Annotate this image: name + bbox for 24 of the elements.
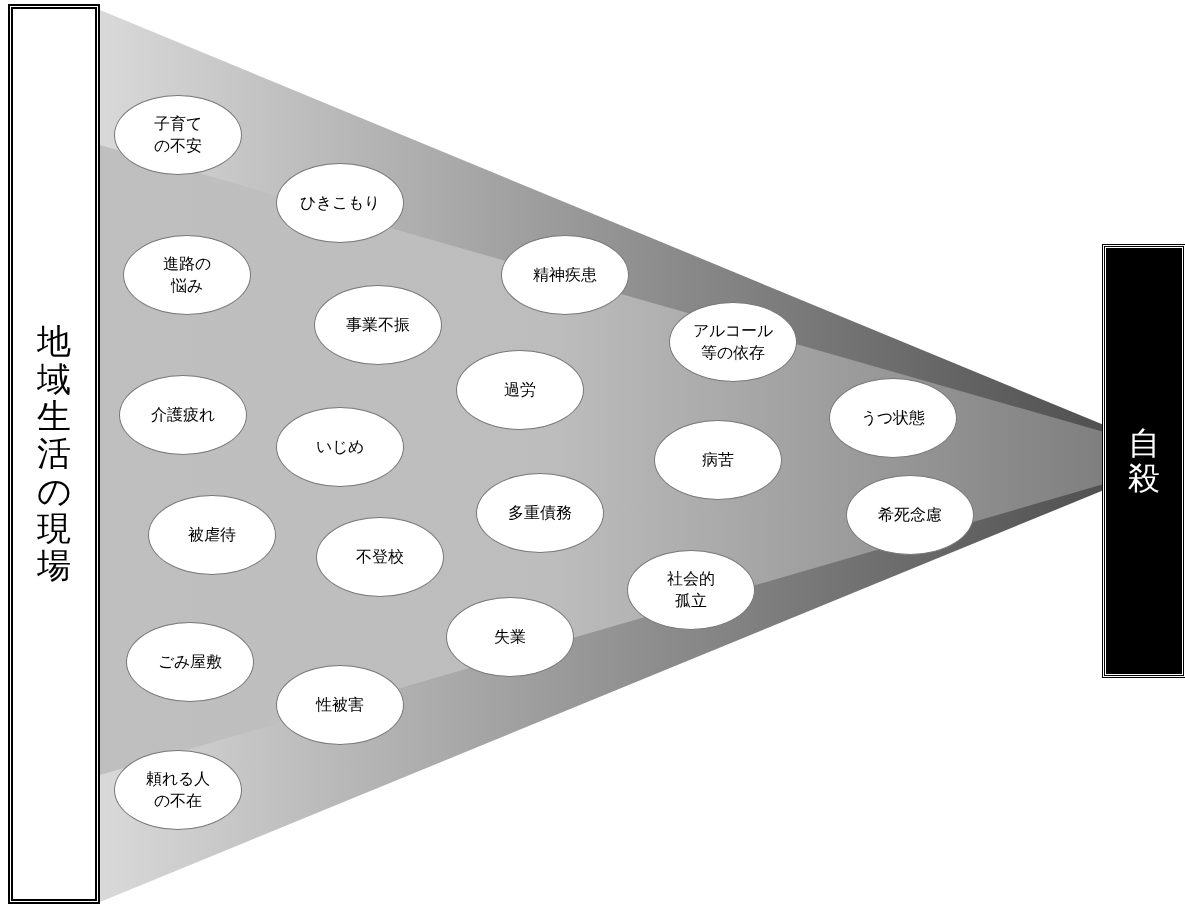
node-label: 介護疲れ — [151, 405, 215, 426]
node-label: いじめ — [316, 437, 364, 458]
node-label: 子育ての不安 — [153, 114, 203, 156]
node-label: 性被害 — [316, 695, 364, 716]
node-label: うつ状態 — [861, 408, 925, 429]
node-label: 精神疾患 — [533, 265, 597, 286]
node-label: アルコール等の依存 — [692, 321, 774, 363]
node-label: ひきこもり — [300, 193, 380, 214]
node-label: 多重債務 — [508, 503, 572, 524]
node-label: 不登校 — [356, 547, 404, 568]
node-label: 失業 — [494, 627, 526, 648]
result-box — [1103, 245, 1185, 677]
node-label: 病苦 — [702, 450, 734, 471]
node-label: ごみ屋敷 — [158, 652, 222, 673]
vertical-label: 自殺 — [1128, 425, 1160, 497]
node-label: 社会的孤立 — [666, 569, 716, 611]
node-label: 進路の悩み — [162, 254, 212, 296]
vertical-label: 地域生活の現場 — [37, 323, 71, 585]
vertical-title-box — [8, 4, 100, 904]
node-label: 頼れる人の不在 — [145, 769, 211, 811]
node-label: 希死念慮 — [878, 505, 942, 526]
node-label: 事業不振 — [346, 315, 410, 336]
node-label: 被虐待 — [188, 525, 236, 546]
node-label: 過労 — [504, 380, 536, 401]
